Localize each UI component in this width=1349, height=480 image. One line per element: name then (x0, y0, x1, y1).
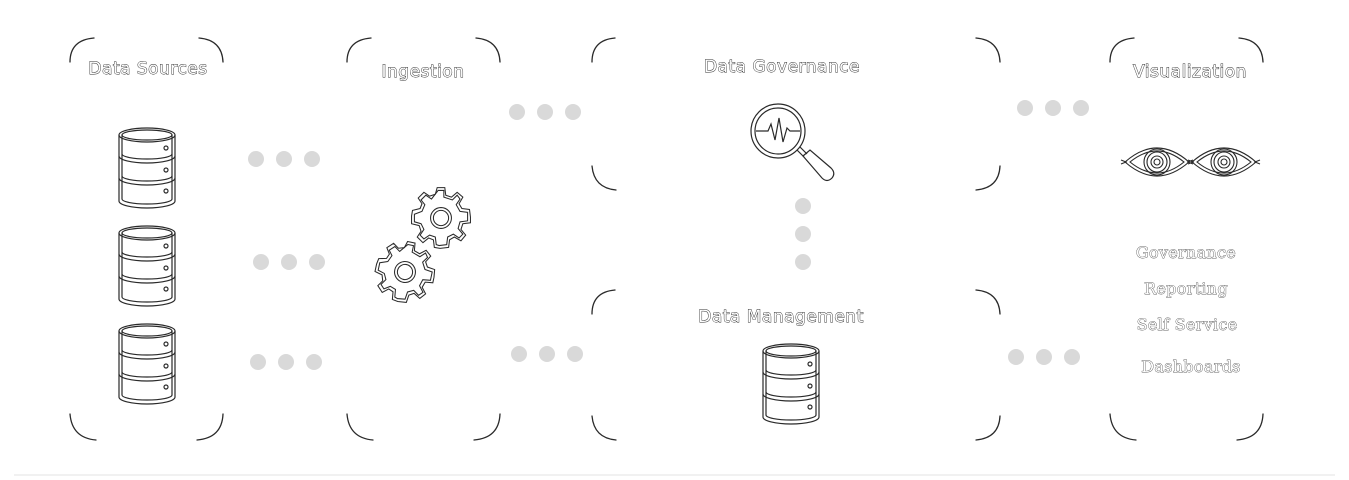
visualization-item-dashboards: Dashboards (1141, 357, 1241, 377)
frame-corner (975, 289, 1001, 315)
frame-corner (975, 415, 1001, 441)
connector-source3-ingestion (250, 354, 322, 370)
connector-governance-management (795, 198, 811, 270)
magnifier-pulse-icon (750, 103, 835, 182)
visualization-item-reporting: Reporting (1144, 279, 1228, 299)
frame-corner (475, 37, 501, 63)
stage-title-ingestion: Ingestion (381, 62, 465, 83)
frame-corner (1109, 37, 1135, 63)
eyes-icon (1120, 147, 1261, 177)
frame-corner (69, 37, 95, 63)
frame-corner (346, 413, 374, 441)
frame-corner (1236, 413, 1264, 441)
frame-corner (196, 413, 224, 441)
frame-corner (975, 37, 1001, 63)
connector-dots (248, 100, 1089, 370)
database-icon (118, 323, 176, 405)
frame-corner (346, 37, 372, 63)
database-icon (118, 225, 176, 307)
frame-corner (198, 37, 224, 63)
connector-governance-visualization (1017, 100, 1089, 116)
bottom-divider (14, 474, 1335, 476)
stage-title-visualization: Visualization (1133, 62, 1247, 83)
connector-ingestion-management (511, 346, 583, 362)
visualization-item-governance: Governance (1135, 243, 1237, 263)
connector-source1-ingestion (248, 151, 320, 167)
frame-corner (1238, 37, 1264, 63)
database-icon (118, 127, 176, 209)
frame-corner (591, 165, 617, 191)
connector-management-visualization (1008, 349, 1080, 365)
gears-icon (369, 187, 471, 309)
visualization-item-self-service: Self Service (1136, 315, 1238, 335)
frame-corner (591, 37, 616, 63)
connector-source2-ingestion (253, 254, 325, 270)
stage-frames (69, 37, 1264, 441)
stage-title-data-sources: Data Sources (88, 59, 208, 80)
frame-corner (1109, 413, 1137, 441)
frame-corner (473, 413, 501, 441)
frame-corner (591, 289, 616, 315)
stage-title-data-management: Data Management (698, 307, 864, 328)
frame-corner (591, 415, 617, 441)
database-icon (762, 343, 820, 425)
frame-corner (975, 165, 1001, 191)
frame-corner (69, 413, 97, 441)
stage-title-data-governance: Data Governance (703, 57, 861, 78)
connector-ingestion-governance (509, 104, 581, 120)
